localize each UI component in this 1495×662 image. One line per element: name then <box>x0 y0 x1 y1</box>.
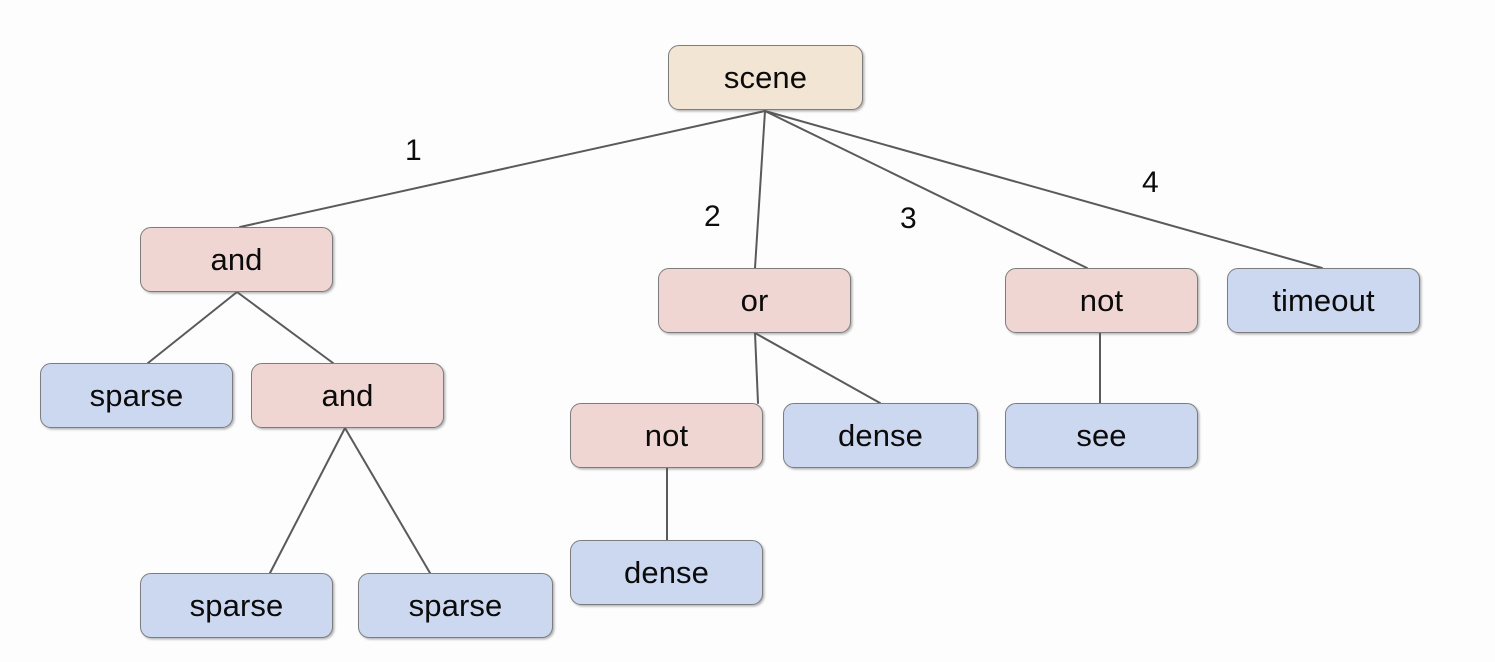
tree-node-and2[interactable]: and <box>251 363 444 428</box>
tree-node-label: see <box>1076 418 1127 453</box>
tree-node-dense1[interactable]: dense <box>783 403 978 468</box>
tree-node-label: timeout <box>1272 283 1375 318</box>
edge-and2-to-sparse3 <box>344 427 431 574</box>
tree-node-label: and <box>321 378 374 413</box>
tree-node-sparse2[interactable]: sparse <box>140 573 333 638</box>
tree-node-not1[interactable]: not <box>1005 268 1198 333</box>
tree-node-not2[interactable]: not <box>570 403 763 468</box>
tree-node-sparse1[interactable]: sparse <box>40 363 233 428</box>
edge-or1-to-dense1 <box>754 332 881 404</box>
tree-node-label: and <box>210 242 263 277</box>
edge-scene-to-timeout1 <box>764 110 1323 269</box>
edge-label-2: 2 <box>704 200 721 233</box>
edge-and2-to-sparse2 <box>269 427 346 574</box>
edge-and1-to-sparse1 <box>147 291 238 364</box>
tree-node-label: sparse <box>408 588 503 623</box>
edge-and1-to-and2 <box>236 291 334 364</box>
edge-scene-to-not1 <box>764 110 1088 269</box>
tree-node-and1[interactable]: and <box>140 227 333 292</box>
tree-node-sparse3[interactable]: sparse <box>358 573 553 638</box>
edge-scene-to-or1 <box>754 110 766 269</box>
tree-node-label: dense <box>624 555 709 590</box>
edge-label-3: 3 <box>900 202 917 235</box>
tree-node-see1[interactable]: see <box>1005 403 1198 468</box>
edge-or1-to-not2 <box>754 332 759 404</box>
tree-node-label: not <box>1079 283 1124 318</box>
tree-node-label: sparse <box>189 588 284 623</box>
edge-label-1: 1 <box>405 134 422 167</box>
tree-node-label: or <box>740 283 769 318</box>
tree-node-label: scene <box>723 60 808 95</box>
tree-node-or1[interactable]: or <box>658 268 851 333</box>
edge-scene-to-and1 <box>239 110 766 228</box>
tree-node-scene[interactable]: scene <box>668 45 863 110</box>
tree-node-timeout1[interactable]: timeout <box>1227 268 1420 333</box>
tree-node-dense2[interactable]: dense <box>570 540 763 605</box>
tree-node-label: dense <box>838 418 923 453</box>
tree-node-label: sparse <box>89 378 184 413</box>
tree-node-label: not <box>644 418 689 453</box>
edge-label-4: 4 <box>1142 166 1159 199</box>
